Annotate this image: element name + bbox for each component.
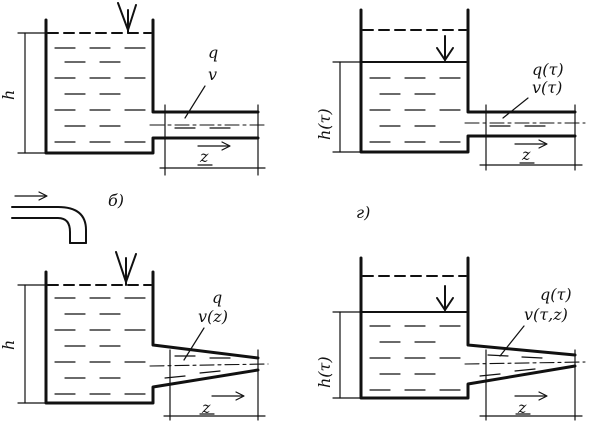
panel-c-flow-label: q: [212, 288, 222, 307]
panel-c-tank: [44, 270, 260, 405]
panel-d: h(τ) q(τ) v(τ,z) z: [315, 256, 586, 421]
panel-d-tank: [359, 256, 577, 400]
panel-b-length-label: z: [521, 145, 531, 164]
panel-d-water: [369, 325, 543, 391]
panel-a-water: [54, 47, 231, 143]
panel-b-flow-label: q(τ): [532, 60, 564, 79]
panel-b-velocity-label: v(τ): [532, 78, 562, 97]
panel-d-height-label: h(τ): [315, 356, 334, 388]
marker-g: г): [356, 203, 370, 222]
panel-a-height-label: h: [0, 90, 18, 100]
panel-d-leader: [499, 325, 525, 357]
panel-c-velocity-label: v(z): [198, 307, 228, 326]
panel-d-tank-right-wall: [466, 256, 577, 357]
panel-b-tank: [359, 8, 577, 154]
panel-a-length-label: z: [199, 147, 209, 166]
panel-c-tank-right-wall: [151, 270, 260, 360]
panel-c-inflow-arrow: [115, 251, 137, 286]
panel-c-height-label: h: [0, 340, 18, 350]
panel-b-tank-right-wall: [466, 8, 577, 114]
panel-d-inflow-arrow: [436, 285, 454, 311]
panel-c-leader: [183, 327, 205, 361]
panel-a: h q v z: [0, 2, 269, 176]
panel-a-tank-right-wall: [151, 18, 260, 114]
pipe-elbow-sketch: [11, 191, 87, 244]
panel-d-centerline: [464, 361, 586, 365]
panel-a-leader: [184, 85, 206, 119]
panel-b-water: [369, 77, 546, 143]
panel-d-flow-label: q(τ): [540, 285, 572, 304]
panel-d-length-label: z: [517, 398, 527, 417]
panel-a-flow-label: q: [208, 43, 218, 62]
panel-c-length-label: z: [201, 398, 211, 417]
marker-b: б): [108, 191, 124, 210]
panel-b-inflow-arrow: [436, 35, 454, 61]
panel-b-height-label: h(τ): [315, 108, 334, 140]
panel-b: h(τ) q(τ) v(τ) z: [315, 8, 586, 171]
panel-a-velocity-label: v: [208, 65, 217, 84]
panel-a-tank: [44, 18, 260, 155]
panel-c-centerline: [149, 363, 269, 367]
panel-c-water: [54, 297, 231, 395]
panel-d-velocity-label: v(τ,z): [524, 305, 568, 324]
panel-b-leader: [502, 97, 529, 119]
panel-a-inflow-arrow: [117, 2, 137, 34]
panel-c: h q v(z) z: [0, 251, 269, 421]
